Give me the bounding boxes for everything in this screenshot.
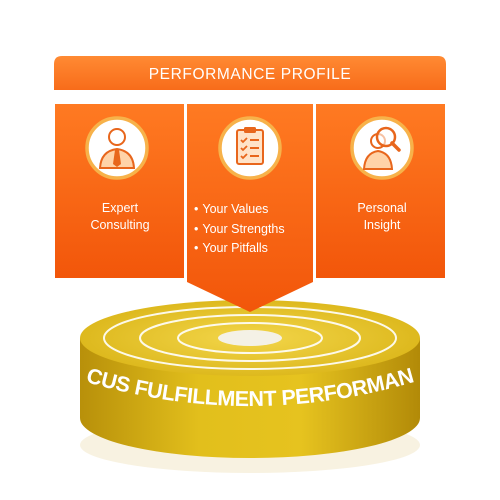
left-label-line2: Consulting — [90, 218, 150, 232]
bullet-item: Your Pitfalls — [194, 239, 310, 259]
right-label-line1: Personal — [357, 201, 407, 215]
left-column-label: Expert Consulting — [58, 200, 182, 234]
target-center — [218, 330, 282, 346]
bullet-item: Your Values — [194, 200, 310, 220]
middle-bullet-list: Your Values Your Strengths Your Pitfalls — [194, 200, 310, 259]
target-base — [80, 300, 420, 473]
bullet-item: Your Strengths — [194, 220, 310, 240]
header-title: PERFORMANCE PROFILE — [148, 66, 352, 83]
target-ring-mid — [139, 314, 361, 362]
right-label-line2: Insight — [363, 218, 401, 232]
checklist-icon — [218, 116, 282, 180]
left-label-line1: Expert — [101, 201, 139, 215]
right-column-label: Personal Insight — [320, 200, 444, 234]
header-banner — [54, 56, 446, 90]
magnifier-person-icon — [350, 116, 414, 180]
target-ring-inner — [177, 322, 323, 354]
consultant-icon — [85, 116, 149, 180]
